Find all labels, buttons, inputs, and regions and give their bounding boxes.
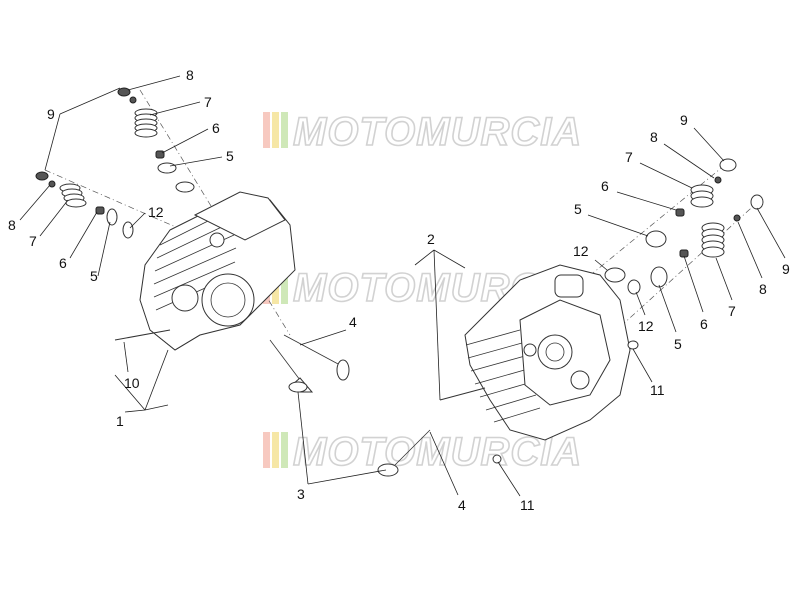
left-spring-lower xyxy=(59,183,87,208)
callout-left-6-top: 6 xyxy=(212,120,220,136)
callout-left-5-low: 5 xyxy=(90,268,98,284)
right-spring-upper xyxy=(690,184,714,208)
callout-right-5-a: 5 xyxy=(574,201,582,217)
left-upper-valve-stack xyxy=(117,87,195,193)
callout-left-7-low: 7 xyxy=(29,233,37,249)
callout-mid-4: 4 xyxy=(458,497,466,513)
callout-left-12: 12 xyxy=(148,204,164,220)
right-upper-valve-stack xyxy=(604,158,737,283)
callout-left-1: 1 xyxy=(116,413,124,429)
callout-mid-2: 2 xyxy=(427,231,435,247)
left-lower-valve-stack xyxy=(35,171,134,239)
callout-right-12-b: 12 xyxy=(638,318,654,334)
callout-right-6-a: 6 xyxy=(601,178,609,194)
callouts: 8 9 7 6 5 8 7 6 5 12 10 1 4 3 2 4 11 9 8… xyxy=(8,67,790,513)
callout-right-8-a: 8 xyxy=(650,129,658,145)
callout-mid-11: 11 xyxy=(520,497,535,513)
callout-left-10: 10 xyxy=(124,375,140,391)
right-stud-and-valves xyxy=(377,387,502,477)
callout-left-8-top: 8 xyxy=(186,67,194,83)
callout-right-8-b: 8 xyxy=(759,281,767,297)
callout-right-5-b: 5 xyxy=(674,336,682,352)
right-lower-valve-stack xyxy=(627,194,764,350)
callout-right-12-a: 12 xyxy=(573,243,589,259)
right-cylinder-head xyxy=(464,264,631,441)
callout-right-6-b: 6 xyxy=(700,316,708,332)
watermark-top: MOTOMURCIA xyxy=(263,109,582,155)
callout-left-4: 4 xyxy=(349,314,357,330)
callout-right-11: 11 xyxy=(650,382,665,398)
watermark-text: MOTOMURCIA xyxy=(293,110,582,154)
callout-left-8-low: 8 xyxy=(8,217,16,233)
leader-lines xyxy=(19,75,786,497)
left-spring-upper xyxy=(134,108,158,138)
callout-right-9-b: 9 xyxy=(782,261,790,277)
left-stud-and-valves xyxy=(114,329,350,393)
callout-right-9-a: 9 xyxy=(680,112,688,128)
callout-left-7-top: 7 xyxy=(204,94,212,110)
callout-left-6-low: 6 xyxy=(59,255,67,271)
callout-left-3: 3 xyxy=(297,486,305,502)
callout-left-5-top: 5 xyxy=(226,148,234,164)
left-cylinder-head xyxy=(139,191,296,351)
callout-right-7-a: 7 xyxy=(625,149,633,165)
callout-right-7-b: 7 xyxy=(728,303,736,319)
callout-left-9: 9 xyxy=(47,106,55,122)
right-spring-lower xyxy=(701,222,725,258)
